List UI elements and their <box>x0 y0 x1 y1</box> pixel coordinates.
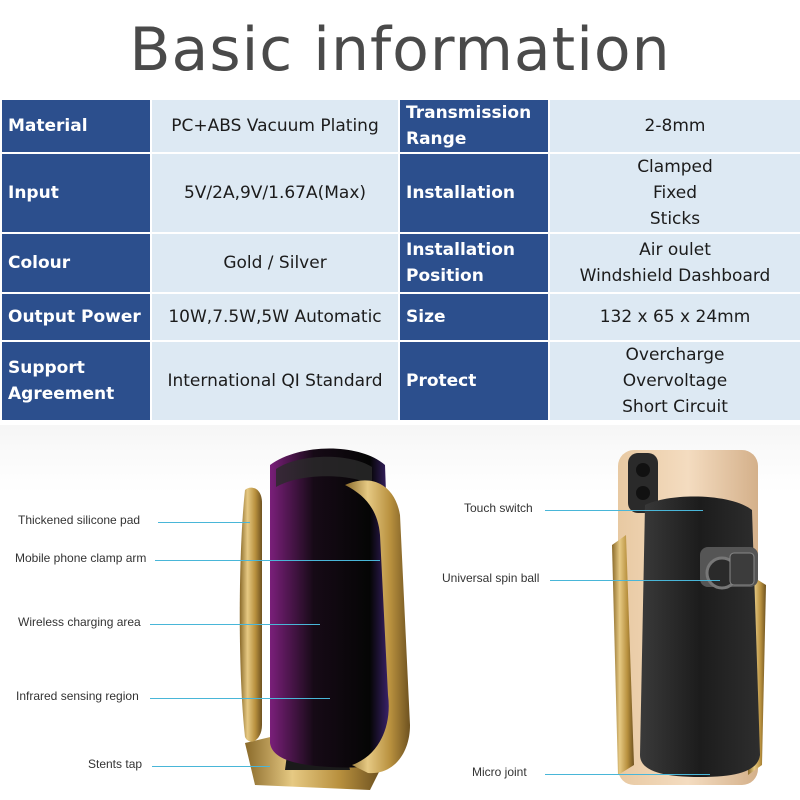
spec-value-line: International QI Standard <box>167 371 383 391</box>
spec-label: Input <box>0 152 152 234</box>
spec-value: PC+ABS Vacuum Plating <box>150 98 400 154</box>
callout-stents-tap: Stents tap <box>88 757 143 771</box>
spec-label-line: Installation <box>406 240 516 260</box>
spec-label-line: Installation <box>406 183 516 203</box>
spec-label-line: Size <box>406 307 446 327</box>
leader-line <box>152 766 270 767</box>
spec-value-line: Clamped <box>637 157 713 177</box>
spec-value: 10W,7.5W,5W Automatic <box>150 292 400 342</box>
spec-label: Protect <box>398 340 550 422</box>
callout-clamp-arm: Mobile phone clamp arm <box>15 551 147 565</box>
spec-value-line: 2-8mm <box>644 116 706 136</box>
callout-silicone-pad: Thickened silicone pad <box>18 513 141 527</box>
spec-value-line: PC+ABS Vacuum Plating <box>171 116 379 136</box>
callout-infrared-region: Infrared sensing region <box>16 689 139 703</box>
spec-label-line: Position <box>406 266 484 286</box>
spec-label: Material <box>0 98 152 154</box>
spec-table: Material PC+ABS Vacuum Plating Transmissio… <box>0 98 800 422</box>
leader-line <box>545 774 710 775</box>
callout-micro-joint: Micro joint <box>472 765 527 779</box>
spec-label: Colour <box>0 232 152 294</box>
spec-label-line: Range <box>406 129 467 149</box>
leader-line <box>155 560 380 561</box>
spec-value: Gold / Silver <box>150 232 400 294</box>
spec-label-line: Transmission <box>406 103 532 123</box>
car-mount-illustration <box>239 448 766 790</box>
page-title: Basic information <box>129 15 671 85</box>
leader-line <box>545 510 703 511</box>
spec-value-line: 10W,7.5W,5W Automatic <box>168 307 382 327</box>
spec-row: Input 5V/2A,9V/1.67A(Max) Installation Clam… <box>0 152 800 234</box>
spec-value-line: Sticks <box>649 209 701 229</box>
product-photo: Thickened silicone pad Mobile phone clam… <box>0 425 800 800</box>
spec-row: Material PC+ABS Vacuum Plating Transmissio… <box>0 98 800 154</box>
spec-label: Installation <box>398 152 550 234</box>
spec-value-line: Air oulet <box>639 240 711 260</box>
spec-row: Output Power 10W,7.5W,5W Automatic Size 132… <box>0 292 800 342</box>
spec-label-line: Output Power <box>8 307 141 327</box>
spec-value-line: Overcharge <box>625 345 725 365</box>
spec-value-line: 132 x 65 x 24mm <box>599 307 751 327</box>
back-view <box>612 450 766 785</box>
spec-value-line: Windshield Dashboard <box>579 266 771 286</box>
spec-label-line: Support <box>8 358 85 378</box>
spec-label: Output Power <box>0 292 152 342</box>
spec-label-line: Protect <box>406 371 477 391</box>
spec-value: 132 x 65 x 24mm <box>548 292 800 342</box>
spec-value-line: Gold / Silver <box>223 253 327 273</box>
spec-label-line: Colour <box>8 253 71 273</box>
spec-label-line: Input <box>8 183 59 203</box>
leader-line <box>150 698 330 699</box>
spec-value-line: Fixed <box>652 183 698 203</box>
callout-charging-area: Wireless charging area <box>18 615 141 629</box>
callout-touch-switch: Touch switch <box>464 501 533 515</box>
spec-label-line: Agreement <box>8 384 115 404</box>
spec-label-line: Material <box>8 116 88 136</box>
spec-value: 2-8mm <box>548 98 800 154</box>
leader-line <box>158 522 250 523</box>
spec-value: 5V/2A,9V/1.67A(Max) <box>150 152 400 234</box>
spec-value-line: Overvoltage <box>622 371 728 391</box>
callout-spin-ball: Universal spin ball <box>442 571 540 585</box>
spec-value-line: 5V/2A,9V/1.67A(Max) <box>183 183 367 203</box>
spec-label: Size <box>398 292 550 342</box>
spec-value: International QI Standard <box>150 340 400 422</box>
leader-line <box>550 580 720 581</box>
leader-line <box>150 624 320 625</box>
spec-value-line: Short Circuit <box>622 397 728 417</box>
front-view <box>239 448 410 790</box>
